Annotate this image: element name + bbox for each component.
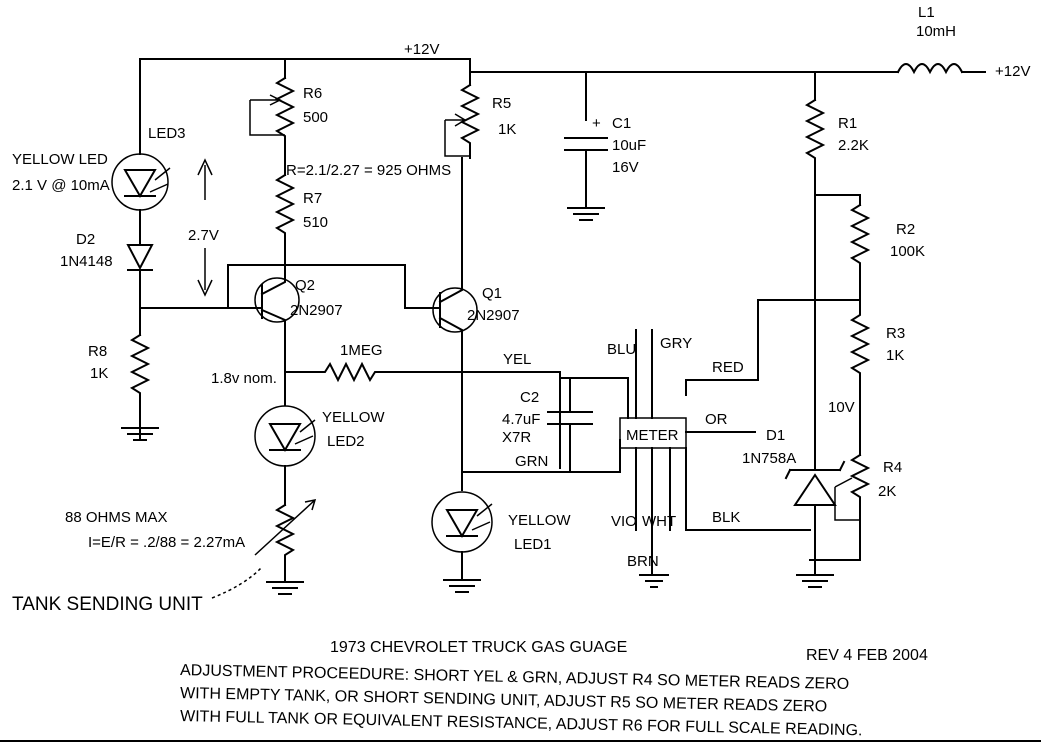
r3-value: 1K <box>886 347 904 364</box>
l1-ref: L1 <box>918 4 935 21</box>
resistor-r6 <box>249 76 296 151</box>
transistor-q2 <box>227 264 441 371</box>
led2-ref: LED2 <box>327 433 365 450</box>
d1-part: 1N758A <box>742 450 796 467</box>
wire-blu: BLU <box>607 341 636 358</box>
wire-r1-r2 <box>814 194 861 206</box>
r-calc-note: R=2.1/2.27 = 925 OHMS <box>286 162 451 179</box>
r8-value: 1K <box>90 365 108 382</box>
q1-ref: Q1 <box>482 285 502 302</box>
wire-brn: BRN <box>627 553 659 570</box>
wire-vio: VIO <box>611 513 637 530</box>
q2-part: 2N2907 <box>290 302 343 319</box>
l1-value: 10mH <box>916 23 956 40</box>
c1-value: 10uF <box>612 137 646 154</box>
wire-red: RED <box>712 359 744 376</box>
top-rail <box>139 58 899 141</box>
c1-plus: + <box>592 115 601 132</box>
capacitor-c2 <box>461 377 629 473</box>
led1-ref: LED1 <box>514 536 552 553</box>
wire-blk: BLK <box>712 509 740 526</box>
capacitor-c1 <box>564 137 608 221</box>
ground-r8 <box>121 427 159 441</box>
wire-yel: YEL <box>503 351 531 368</box>
r3-ref: R3 <box>886 325 905 342</box>
r2-value: 100K <box>890 243 925 260</box>
wire-gry: GRY <box>660 335 692 352</box>
c2-ref: C2 <box>520 389 539 406</box>
resistor-r2 <box>849 203 871 301</box>
schematic-title: 1973 CHEVROLET TRUCK GAS GUAGE <box>330 639 627 656</box>
q1-part: 2N2907 <box>467 307 520 324</box>
zener-d1 <box>784 194 846 588</box>
r4-value: 2K <box>878 483 896 500</box>
led3-desc-2: 2.1 V @ 10mA <box>12 177 110 194</box>
tank-sending-unit-label: TANK SENDING UNIT <box>12 594 203 615</box>
rail-label: +12V <box>404 41 439 58</box>
r1-value: 2.2K <box>838 137 869 154</box>
resistor-1meg <box>284 361 561 469</box>
voltage-arrow-2-7 <box>197 158 213 297</box>
meter-box <box>619 299 861 588</box>
r2-ref: R2 <box>896 221 915 238</box>
r7-value: 510 <box>303 214 328 231</box>
c1-voltage: 16V <box>612 159 639 176</box>
d2-part: 1N4148 <box>60 253 113 270</box>
ohms-max-note: 88 OHMS MAX <box>65 509 168 526</box>
resistor-r3 <box>849 299 871 456</box>
resistor-r1 <box>804 98 826 196</box>
d1-ref: D1 <box>766 427 785 444</box>
led3-desc-1: YELLOW LED <box>12 151 108 168</box>
c1-ref: C1 <box>612 115 631 132</box>
r8-ref: R8 <box>88 343 107 360</box>
r5-ref: R5 <box>492 95 511 112</box>
meter-label: METER <box>626 427 679 444</box>
pot-r4 <box>809 453 871 561</box>
led2-symbol <box>254 369 316 506</box>
r1-ref: R1 <box>838 115 857 132</box>
c2-type: X7R <box>502 429 531 446</box>
c2-value: 4.7uF <box>502 411 540 428</box>
voltage-1-8: 1.8v nom. <box>211 370 277 387</box>
led1-symbol <box>431 491 493 593</box>
resistor-r5 <box>444 83 481 159</box>
wire-or: OR <box>705 411 728 428</box>
d2-ref: D2 <box>76 231 95 248</box>
current-calc-note: I=E/R = .2/88 = 2.27mA <box>88 534 245 551</box>
r6-value: 500 <box>303 109 328 126</box>
led3-symbol <box>111 139 171 246</box>
r-1meg-value: 1MEG <box>340 342 383 359</box>
inductor-out-label: +12V <box>995 63 1030 80</box>
r6-ref: R6 <box>303 85 322 102</box>
diode-d2 <box>126 244 154 336</box>
resistor-r8 <box>129 333 151 429</box>
r4-ref: R4 <box>883 459 902 476</box>
led3-ref: LED3 <box>148 125 186 142</box>
voltage-2-7: 2.7V <box>188 227 219 244</box>
led1-name: YELLOW <box>508 512 571 529</box>
resistor-r7 <box>274 173 296 266</box>
voltage-10: 10V <box>828 399 855 416</box>
q2-ref: Q2 <box>295 277 315 294</box>
revision-note: REV 4 FEB 2004 <box>806 647 928 664</box>
r5-value: 1K <box>498 121 516 138</box>
wire-wht: WHT <box>642 513 676 530</box>
r7-ref: R7 <box>303 190 322 207</box>
transistor-q1 <box>432 157 478 491</box>
tank-sending-unit <box>211 499 317 599</box>
inductor-l1 <box>896 63 986 75</box>
led2-name: YELLOW <box>322 409 385 426</box>
wire-grn: GRN <box>515 453 548 470</box>
